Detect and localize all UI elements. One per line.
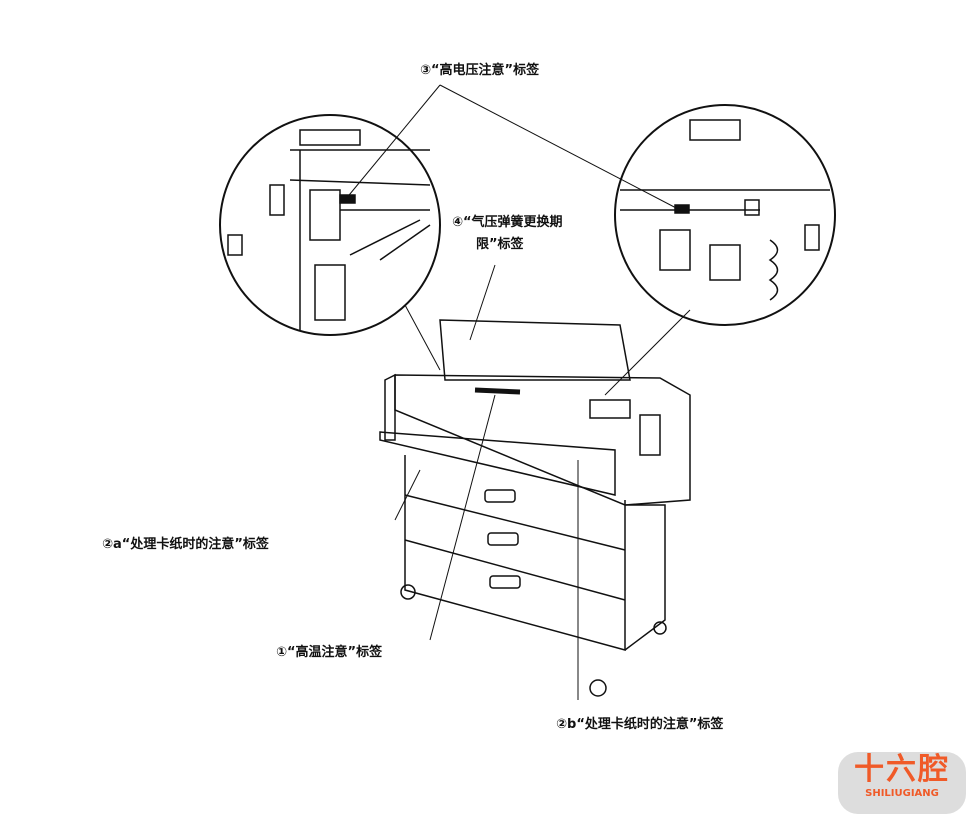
label-high-temp: ①“高温注意”标签: [276, 645, 383, 660]
logo-en: SHILIUGIANG: [865, 788, 939, 799]
right-detail-circle: [614, 104, 836, 326]
label-jam-a: ②a“处理卡纸时的注意”标签: [102, 537, 269, 552]
label-gas-spring-line1: ④“气压弹簧更换期: [452, 215, 563, 230]
label-jam-b: ②b“处理卡纸时的注意”标签: [556, 717, 724, 732]
leader-lines: [344, 84, 691, 700]
watermark-logo: 十六腔 SHILIUGIANG: [838, 752, 966, 814]
printer-body: [379, 319, 691, 697]
left-detail-circle: [219, 114, 441, 336]
label-high-voltage: ③“高电压注意”标签: [420, 63, 540, 78]
label-gas-spring-line2: 限”标签: [476, 237, 524, 252]
logo-cn: 十六腔: [854, 752, 950, 787]
